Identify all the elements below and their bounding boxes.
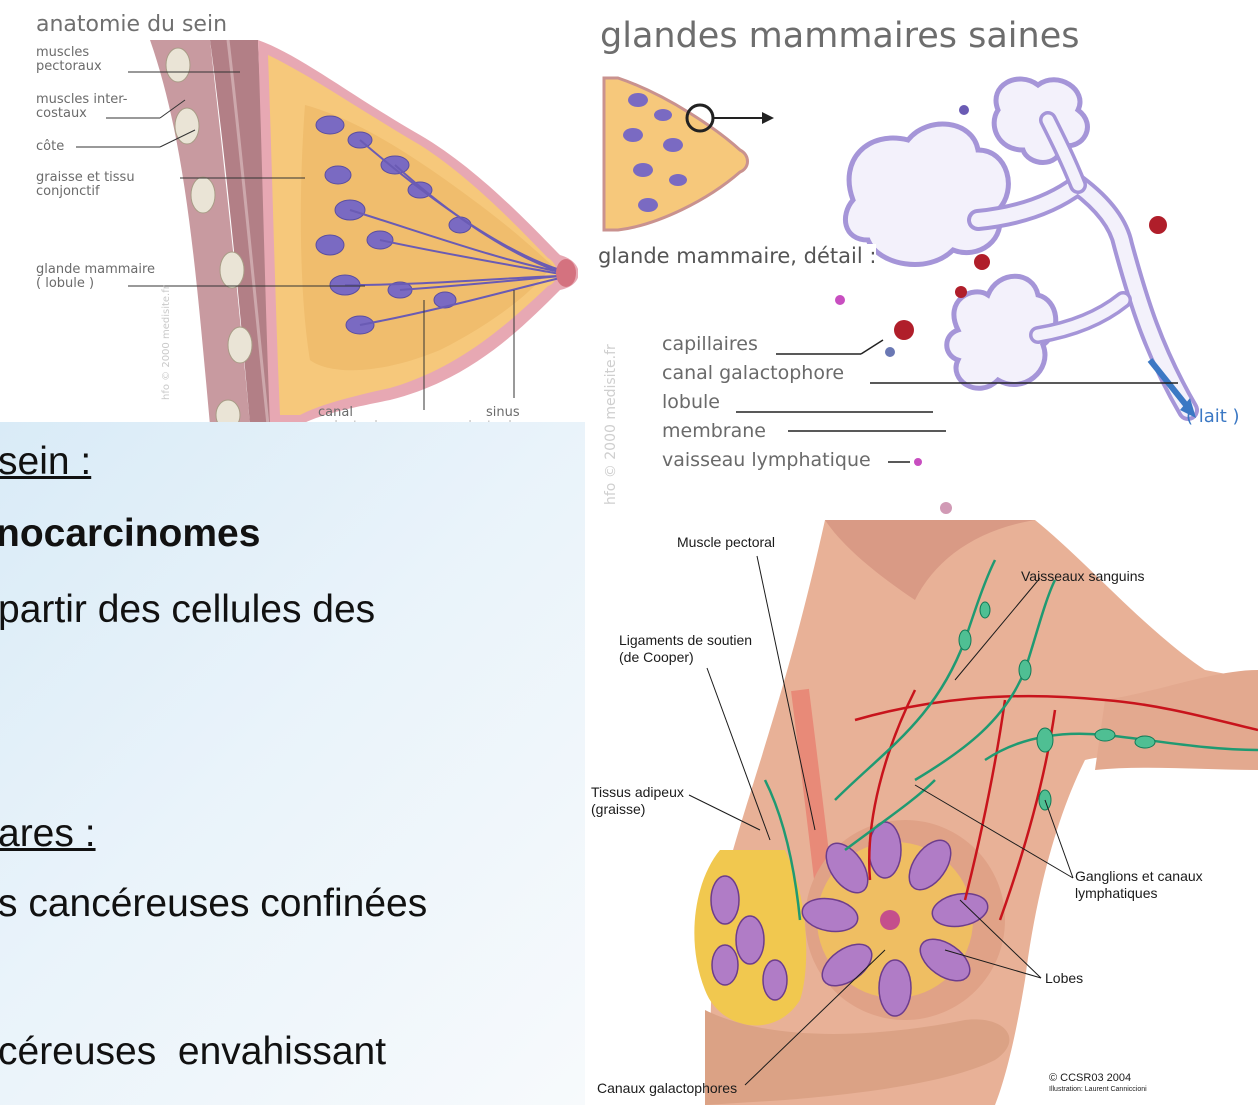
label-cooper-ligaments: Ligaments de soutien (de Cooper) — [619, 632, 752, 666]
label-membrane: membrane — [662, 421, 766, 441]
label-fat-tissue: graisse et tissu conjonctif — [36, 171, 135, 199]
slide-line-1: sein : — [0, 440, 91, 484]
label-pectoral-muscles: muscles pectoraux — [36, 46, 102, 74]
label-capillaries: capillaires — [662, 334, 758, 354]
glands-subtitle: glande mammaire, détail : — [598, 244, 876, 268]
anatomy-title: anatomie du sein — [36, 12, 227, 37]
label-milk-duct: canal galactophore — [662, 363, 844, 383]
slide-line-3: partir des cellules des — [0, 588, 375, 632]
slide-line-4: ares : — [0, 812, 96, 856]
label-lobes: Lobes — [1045, 970, 1083, 987]
label-mammary-gland: glande mammaire ( lobule ) — [36, 263, 155, 291]
glands-copyright: hfo © 2000 medisite.fr — [604, 344, 618, 505]
breast-anatomy-diagram: anatomie du sein muscles pectoraux muscl… — [0, 0, 590, 425]
slide-line-6: céreuses envahissant — [0, 1030, 386, 1074]
label-pectoral-muscle: Muscle pectoral — [677, 534, 775, 551]
label-lymph-nodes: Ganglions et canaux lymphatiques — [1075, 868, 1203, 902]
label-sinus: sinus — [486, 406, 520, 420]
label-milk: ( lait ) — [1186, 407, 1240, 427]
label-milk-ducts: Canaux galactophores — [597, 1080, 737, 1097]
slide-line-1-underlined: sein : — [0, 440, 91, 483]
label-blood-vessels: Vaisseaux sanguins — [1021, 568, 1144, 585]
slide-line-5: s cancéreuses confinées — [0, 882, 427, 926]
label-adipose-tissue: Tissus adipeux (graisse) — [591, 784, 684, 818]
breast-illustration: Muscle pectoral Vaisseaux sanguins Ligam… — [585, 520, 1258, 1105]
illustration-credit: Illustration: Laurent Cannicci​oni — [1049, 1086, 1147, 1094]
label-lobule: lobule — [662, 392, 720, 412]
anatomy-copyright: hfo © 2000 medisite.fr — [160, 285, 174, 400]
glands-title: glandes mammaires saines — [600, 16, 1079, 56]
illustration-copyright: © CCSR03 2004 — [1049, 1072, 1131, 1084]
label-canal: canal — [318, 406, 353, 420]
label-lymph-vessel: vaisseau lymphatique — [662, 450, 871, 470]
slide-line-2: nocarcinomes — [0, 512, 260, 556]
healthy-mammary-glands-diagram: glandes mammaires saines glande mammaire… — [578, 0, 1258, 515]
breast-illustration-drawing — [585, 520, 1258, 1105]
slide-text-panel: sein : nocarcinomes partir des cellules … — [0, 422, 585, 1105]
label-rib: côte — [36, 140, 64, 154]
label-intercostal-muscles: muscles inter- costaux — [36, 93, 128, 121]
